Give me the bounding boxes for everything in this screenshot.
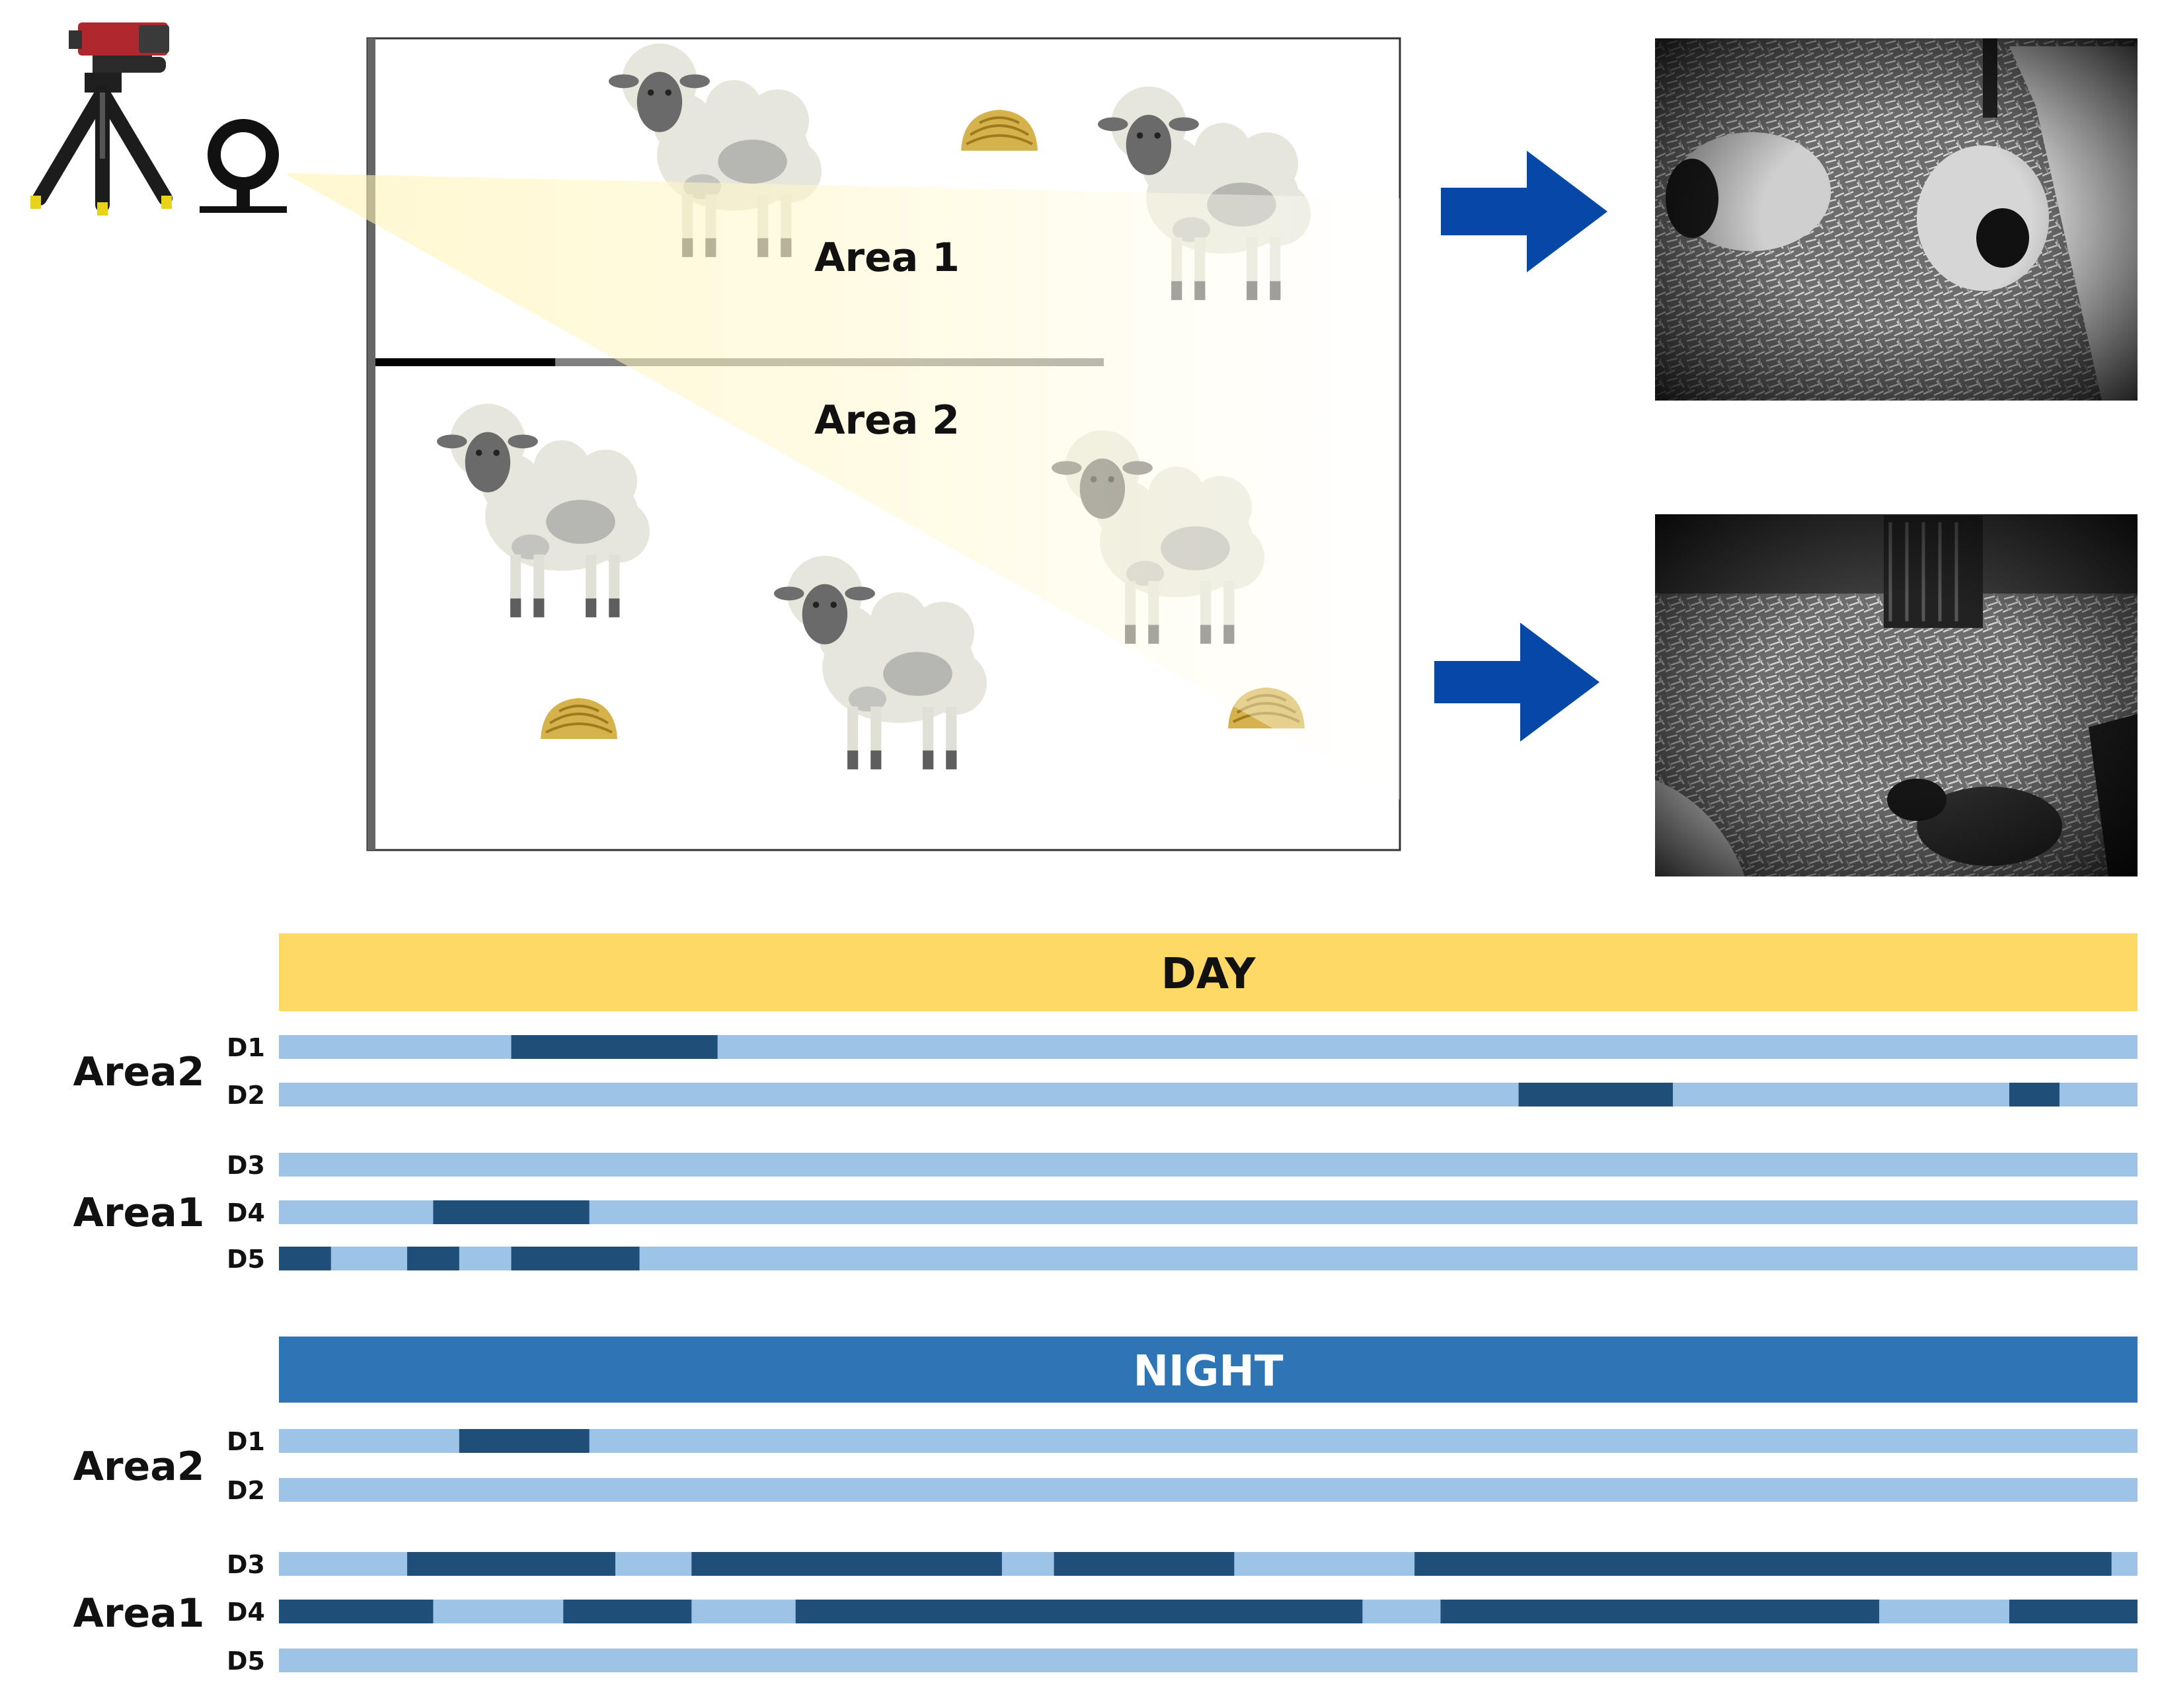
- camera-view-beam: [284, 173, 1400, 800]
- area-2-label: Area 2: [814, 397, 960, 444]
- day-header-label: DAY: [1161, 950, 1256, 999]
- activity-segment: [407, 1247, 459, 1270]
- row-label: D1: [227, 1033, 265, 1062]
- activity-segment: [511, 1247, 640, 1270]
- activity-segment: [433, 1200, 590, 1224]
- activity-segment: [691, 1552, 1002, 1576]
- activity-segment: [1414, 1552, 2112, 1576]
- timeline-row-bar: [279, 1153, 2138, 1177]
- row-label: D3: [227, 1151, 265, 1180]
- camera-tripod-icon: [30, 22, 173, 215]
- area-1-label: Area 1: [814, 235, 960, 281]
- night-header-label: NIGHT: [1133, 1347, 1283, 1396]
- activity-segment: [407, 1552, 615, 1576]
- night-header-bar: [279, 1337, 2138, 1403]
- row-label: D5: [227, 1245, 265, 1274]
- row-label: D1: [227, 1427, 265, 1456]
- row-label: D4: [227, 1598, 265, 1627]
- activity-timeline: DAYArea2D1D2Area1D3D4D5NIGHTArea2D1D2Are…: [73, 933, 2138, 1676]
- camera-frame-area2: [1655, 514, 2138, 876]
- activity-segment: [279, 1600, 434, 1623]
- timeline-row-bar: [279, 1649, 2138, 1672]
- day-header-bar: [279, 933, 2138, 1011]
- activity-segment: [563, 1600, 692, 1623]
- timeline-row-bar: [279, 1478, 2138, 1502]
- row-label: D2: [227, 1081, 265, 1110]
- row-label: D4: [227, 1198, 265, 1227]
- group-label: Area2: [73, 1049, 205, 1095]
- activity-segment: [2009, 1083, 2060, 1106]
- camera-frame-area1: [1655, 38, 2138, 401]
- activity-segment: [1440, 1600, 1880, 1623]
- ir-light-icon: [200, 119, 287, 213]
- activity-segment: [795, 1600, 1363, 1623]
- timeline-row-bar: [279, 1083, 2138, 1106]
- group-label: Area1: [73, 1590, 205, 1637]
- activity-segment: [1054, 1552, 1235, 1576]
- group-label: Area1: [73, 1190, 205, 1236]
- group-label: Area2: [73, 1444, 205, 1490]
- activity-segment: [1518, 1083, 1673, 1106]
- activity-segment: [459, 1429, 590, 1453]
- activity-segment: [2009, 1600, 2138, 1623]
- activity-segment: [279, 1247, 331, 1270]
- row-label: D3: [227, 1550, 265, 1579]
- arrow-right-icon: [1434, 623, 1600, 742]
- row-label: D5: [227, 1647, 265, 1676]
- activity-segment: [511, 1035, 718, 1059]
- arrow-right-icon: [1441, 151, 1607, 272]
- row-label: D2: [227, 1476, 265, 1505]
